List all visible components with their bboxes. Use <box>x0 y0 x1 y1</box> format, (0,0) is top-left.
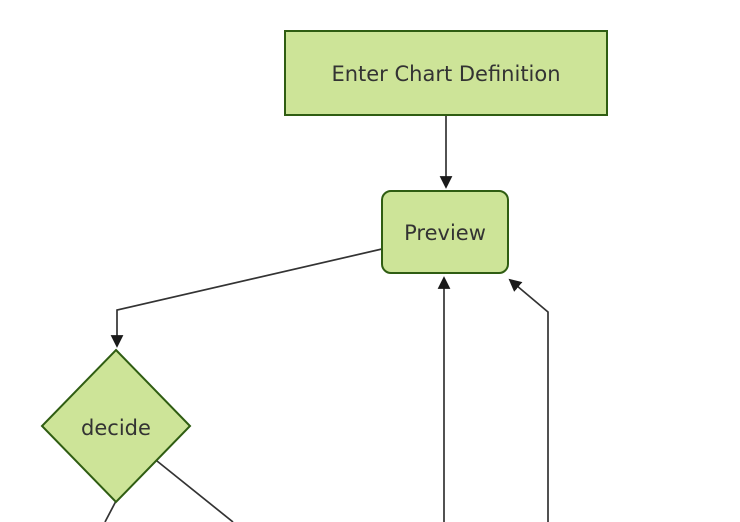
edge-decide-to-offscreen-bottom-left <box>104 500 117 522</box>
node-enter-chart-definition-border <box>284 30 608 116</box>
edge-preview-to-decide <box>110 248 383 348</box>
node-preview-label: Preview <box>404 221 486 245</box>
node-enter-chart-definition: Enter Chart Definition <box>284 30 608 116</box>
node-preview-border <box>381 190 509 274</box>
node-preview-shape <box>382 191 508 273</box>
node-decide: decide <box>40 348 192 504</box>
edge-decide-to-offscreen-bottom-right <box>156 460 234 522</box>
edge-offscreen-bottom-to-preview-corner <box>508 278 549 522</box>
node-enter-chart-definition-shape <box>285 31 607 115</box>
node-enter-chart-definition-label: Enter Chart Definition <box>331 62 560 86</box>
node-decide-border <box>40 348 192 504</box>
node-preview: Preview <box>381 190 509 274</box>
node-decide-label: decide <box>81 416 151 440</box>
